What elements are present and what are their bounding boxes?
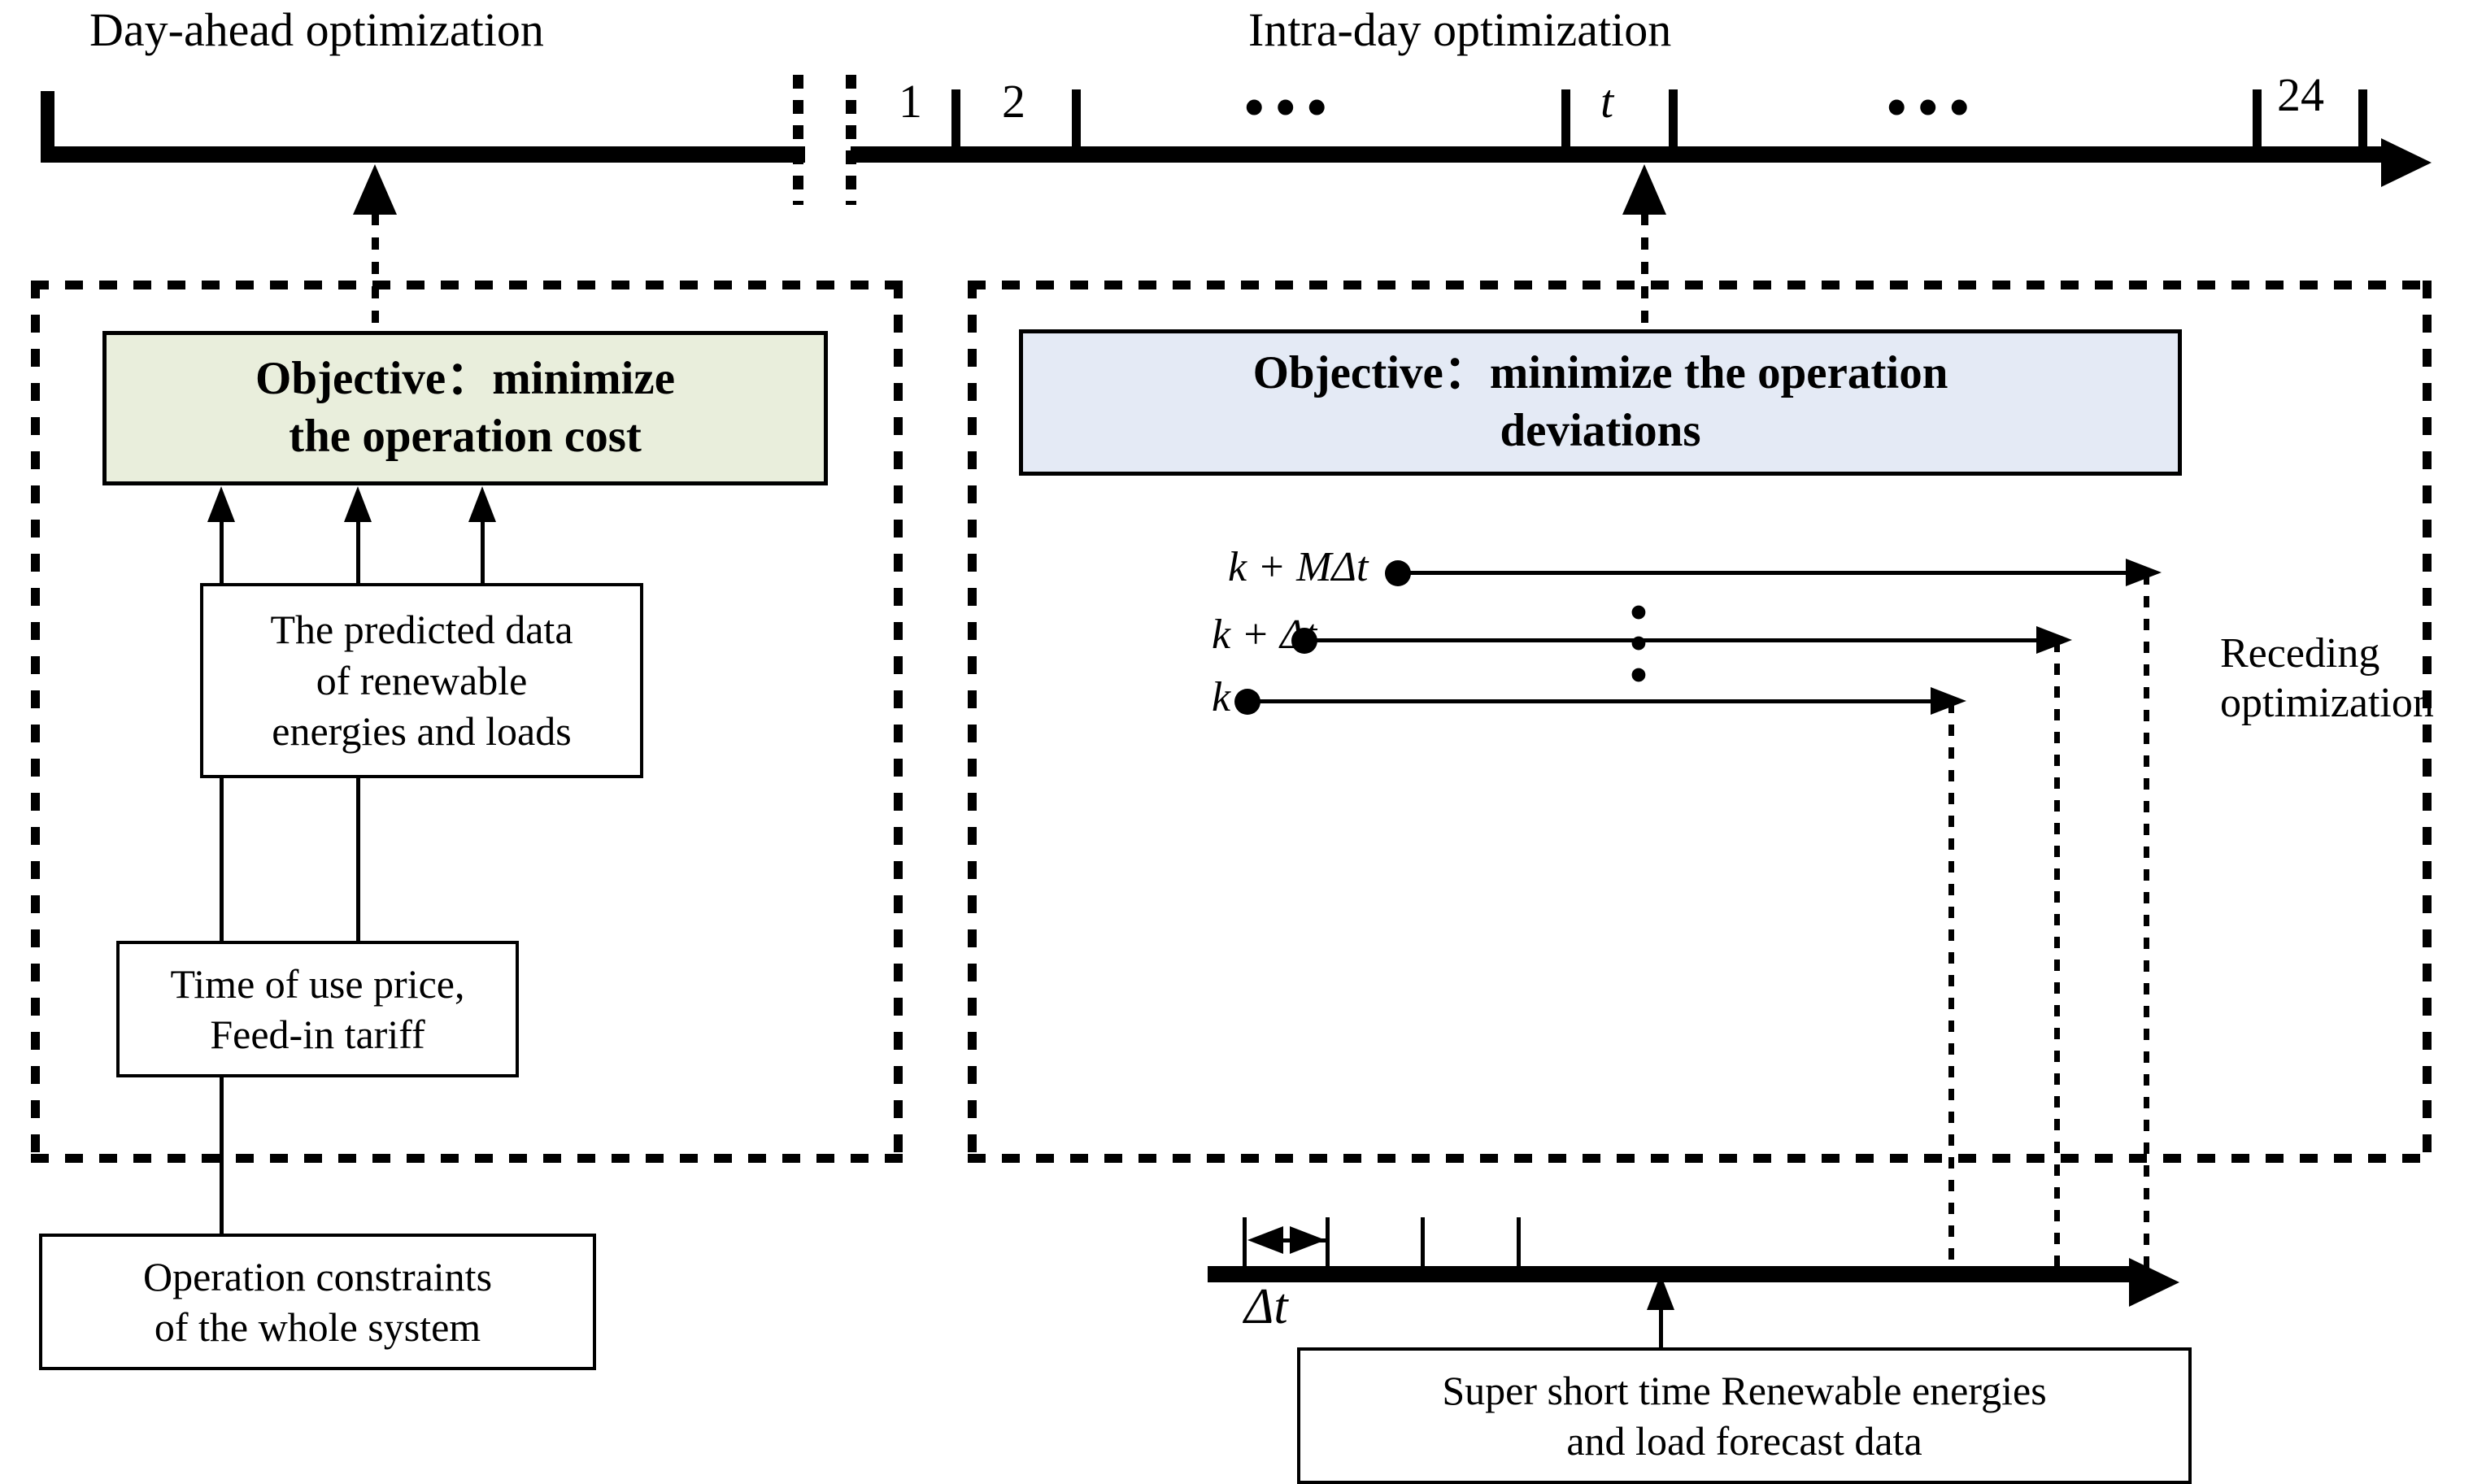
axis-tick-24-left	[2253, 89, 2262, 148]
sub-axis-tick-3	[1517, 1217, 1521, 1268]
sub-axis-arrowhead-icon	[2129, 1258, 2179, 1307]
axis-ellipsis-left: •••	[1244, 76, 1339, 139]
axis-tick-t-right	[1669, 89, 1678, 148]
predicted-data-line2: of renewable	[316, 657, 528, 703]
intra-day-callout-arrowhead-icon	[1622, 164, 1666, 215]
operation-constraints-line2: of the whole system	[154, 1304, 481, 1350]
forecast-data-box: Super short time Renewable energies and …	[1297, 1347, 2192, 1484]
axis-arrowhead-icon	[2381, 138, 2432, 187]
day-ahead-objective-line1: Objective：minimize	[255, 353, 675, 405]
operation-constraints-line1: Operation constraints	[142, 1253, 493, 1299]
horizon-line-3	[1407, 571, 2139, 575]
axis-tick-label-1: 1	[899, 75, 922, 128]
horizon-label-k-plus-m-dt: k + MΔt	[1228, 544, 1369, 590]
intra-day-axis	[851, 146, 2384, 163]
horizon-line-1	[1256, 699, 1944, 703]
horizon-start-dot-2	[1291, 628, 1317, 654]
predicted-data-box: The predicted data of renewable energies…	[200, 583, 643, 778]
delta-t-right-arrowhead-icon	[1290, 1226, 1326, 1254]
input-arrow-2-icon	[344, 486, 372, 522]
input-line-3	[481, 520, 485, 585]
axis-tick-24-right	[2358, 89, 2367, 148]
tou-price-line1: Time of use price,	[170, 960, 465, 1007]
horizon-line-2	[1313, 638, 2049, 642]
input-line-1	[220, 520, 224, 1235]
axis-tick-label-2: 2	[1002, 75, 1025, 128]
tou-price-line2: Feed-in tariff	[210, 1012, 425, 1057]
sub-axis-tick-1	[1326, 1217, 1330, 1268]
predicted-data-line1: The predicted data	[270, 607, 573, 653]
intra-day-title: Intra-day optimization	[1248, 3, 1672, 56]
predicted-data-line3: energies and loads	[272, 708, 572, 755]
intra-day-panel: Objective：minimize the operation deviati…	[968, 281, 2434, 1484]
axis-break-dash-right	[846, 75, 856, 205]
day-ahead-objective-line2: the operation cost	[289, 411, 642, 462]
axis-tick-t-left	[1561, 89, 1570, 148]
axis-ellipsis-right: •••	[1887, 76, 1981, 139]
operation-constraints-box: Operation constraints of the whole syste…	[39, 1234, 596, 1370]
input-arrow-3-icon	[468, 486, 496, 522]
intra-day-objective-line1: Objective：minimize the operation	[1252, 347, 1948, 399]
axis-tick-label-t: t	[1600, 75, 1614, 128]
horizon-drop-dashed-2	[2054, 641, 2060, 1269]
forecast-data-line2: and load forecast data	[1566, 1418, 1922, 1464]
input-arrow-1-icon	[207, 486, 235, 522]
delta-t-label: Δt	[1244, 1279, 1288, 1334]
horizon-start-dot-1	[1234, 689, 1260, 715]
horizon-label-k: k	[1212, 674, 1231, 720]
day-ahead-title: Day-ahead optimization	[89, 3, 544, 56]
sub-axis-tick-0	[1243, 1217, 1247, 1268]
receding-optimization-label: Receding optimization	[2220, 630, 2434, 727]
tou-price-box: Time of use price, Feed-in tariff	[116, 941, 519, 1077]
forecast-callout-line	[1659, 1307, 1663, 1351]
main-timeline: Day-ahead optimization Intra-day optimiz…	[0, 0, 2473, 368]
intra-day-objective-line2: deviations	[1500, 405, 1701, 456]
horizon-drop-dashed-3	[2144, 573, 2149, 1269]
axis-tick-1	[951, 89, 960, 148]
day-ahead-axis-left-cap	[41, 91, 54, 148]
axis-tick-label-24: 24	[2277, 68, 2324, 121]
intra-day-objective-box: Objective：minimize the operation deviati…	[1019, 329, 2182, 476]
sub-axis-tick-2	[1421, 1217, 1425, 1268]
horizon-drop-dashed-1	[1948, 702, 1954, 1269]
forecast-data-line1: Super short time Renewable energies	[1442, 1367, 2047, 1413]
horizon-start-dot-3	[1385, 560, 1411, 586]
day-ahead-callout-arrowhead-icon	[353, 164, 397, 215]
axis-break-dash-left	[793, 75, 803, 205]
horizon-vertical-ellipsis: • • •	[1630, 585, 1648, 703]
day-ahead-panel: Objective：minimize the operation cost Th…	[31, 281, 903, 1370]
day-ahead-axis	[41, 146, 805, 163]
forecast-callout-arrowhead-icon	[1647, 1274, 1674, 1310]
axis-tick-2	[1072, 89, 1081, 148]
day-ahead-objective-box: Objective：minimize the operation cost	[102, 331, 828, 485]
